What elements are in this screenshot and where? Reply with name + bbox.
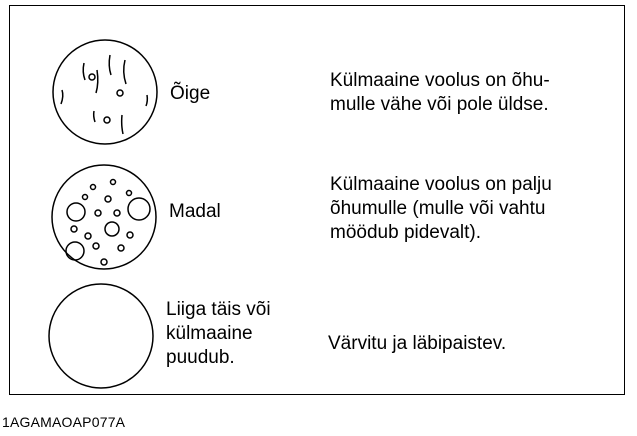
bubble: [88, 73, 96, 81]
bubble: [92, 242, 100, 250]
figure-code: 1AGAMAOAP077A: [2, 414, 126, 430]
bubble: [100, 258, 108, 266]
description-overfilled: Värvitu ja läbipaistev.: [328, 333, 507, 354]
flow-streak: [108, 54, 112, 76]
sight-glass-empty: [48, 283, 154, 389]
flow-streak: [60, 89, 64, 105]
bubble: [126, 231, 134, 239]
figure-frame: [9, 5, 625, 395]
bubble: [113, 209, 121, 217]
state-label-overfilled: Liiga täis või külmaaine puudub.: [166, 299, 271, 368]
bubble: [117, 244, 125, 252]
flow-streak: [82, 62, 86, 81]
bubble: [66, 202, 86, 222]
sight-glass-correct: [52, 39, 158, 145]
bubble: [89, 183, 97, 191]
description-low: Külmaaine voolus on palju õhumulle (mull…: [330, 174, 552, 243]
bubble: [104, 195, 112, 203]
bubble: [104, 221, 120, 237]
flow-streak: [120, 114, 124, 135]
bubble: [81, 193, 89, 201]
bubble: [116, 89, 124, 97]
bubble: [103, 116, 111, 124]
state-label-correct: Õige: [170, 83, 211, 104]
flow-streak: [92, 110, 96, 123]
sight-glass-circle: [51, 164, 157, 270]
description-correct: Külmaaine voolus on õhu- mulle vähe või …: [330, 70, 550, 115]
bubble: [109, 178, 117, 186]
flow-streak: [95, 69, 99, 94]
bubble: [84, 232, 92, 240]
bubble: [65, 241, 85, 261]
flow-streak: [122, 59, 127, 85]
bubble: [94, 209, 102, 217]
bubble: [125, 189, 133, 197]
sight-glass-low: [51, 164, 157, 270]
state-label-low: Madal: [169, 201, 221, 222]
sight-glass-circle: [52, 39, 158, 145]
flow-streak: [145, 94, 149, 107]
bubble: [70, 225, 78, 233]
sight-glass-circle: [48, 283, 154, 389]
bubble: [127, 197, 151, 221]
